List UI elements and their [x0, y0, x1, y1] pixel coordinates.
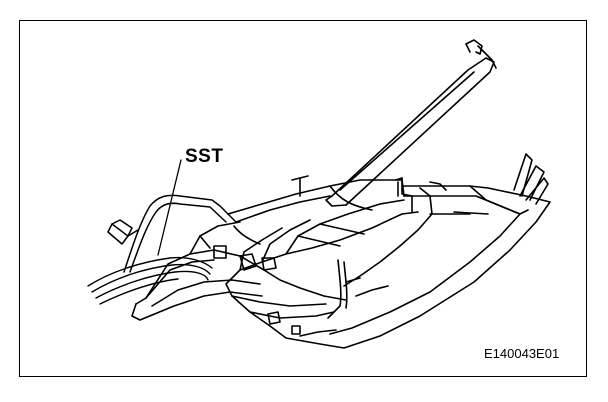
bracket-body	[213, 153, 551, 349]
sst-cables	[87, 256, 213, 305]
bracket-end-details	[299, 181, 447, 337]
sst-leader-line	[157, 159, 182, 256]
bracket-left-flange	[131, 221, 347, 321]
sst-hook	[107, 194, 237, 273]
upper-arm	[325, 39, 497, 207]
sst-callout-label: SST	[185, 146, 224, 167]
figure-id-label: E140043E01	[484, 346, 560, 361]
